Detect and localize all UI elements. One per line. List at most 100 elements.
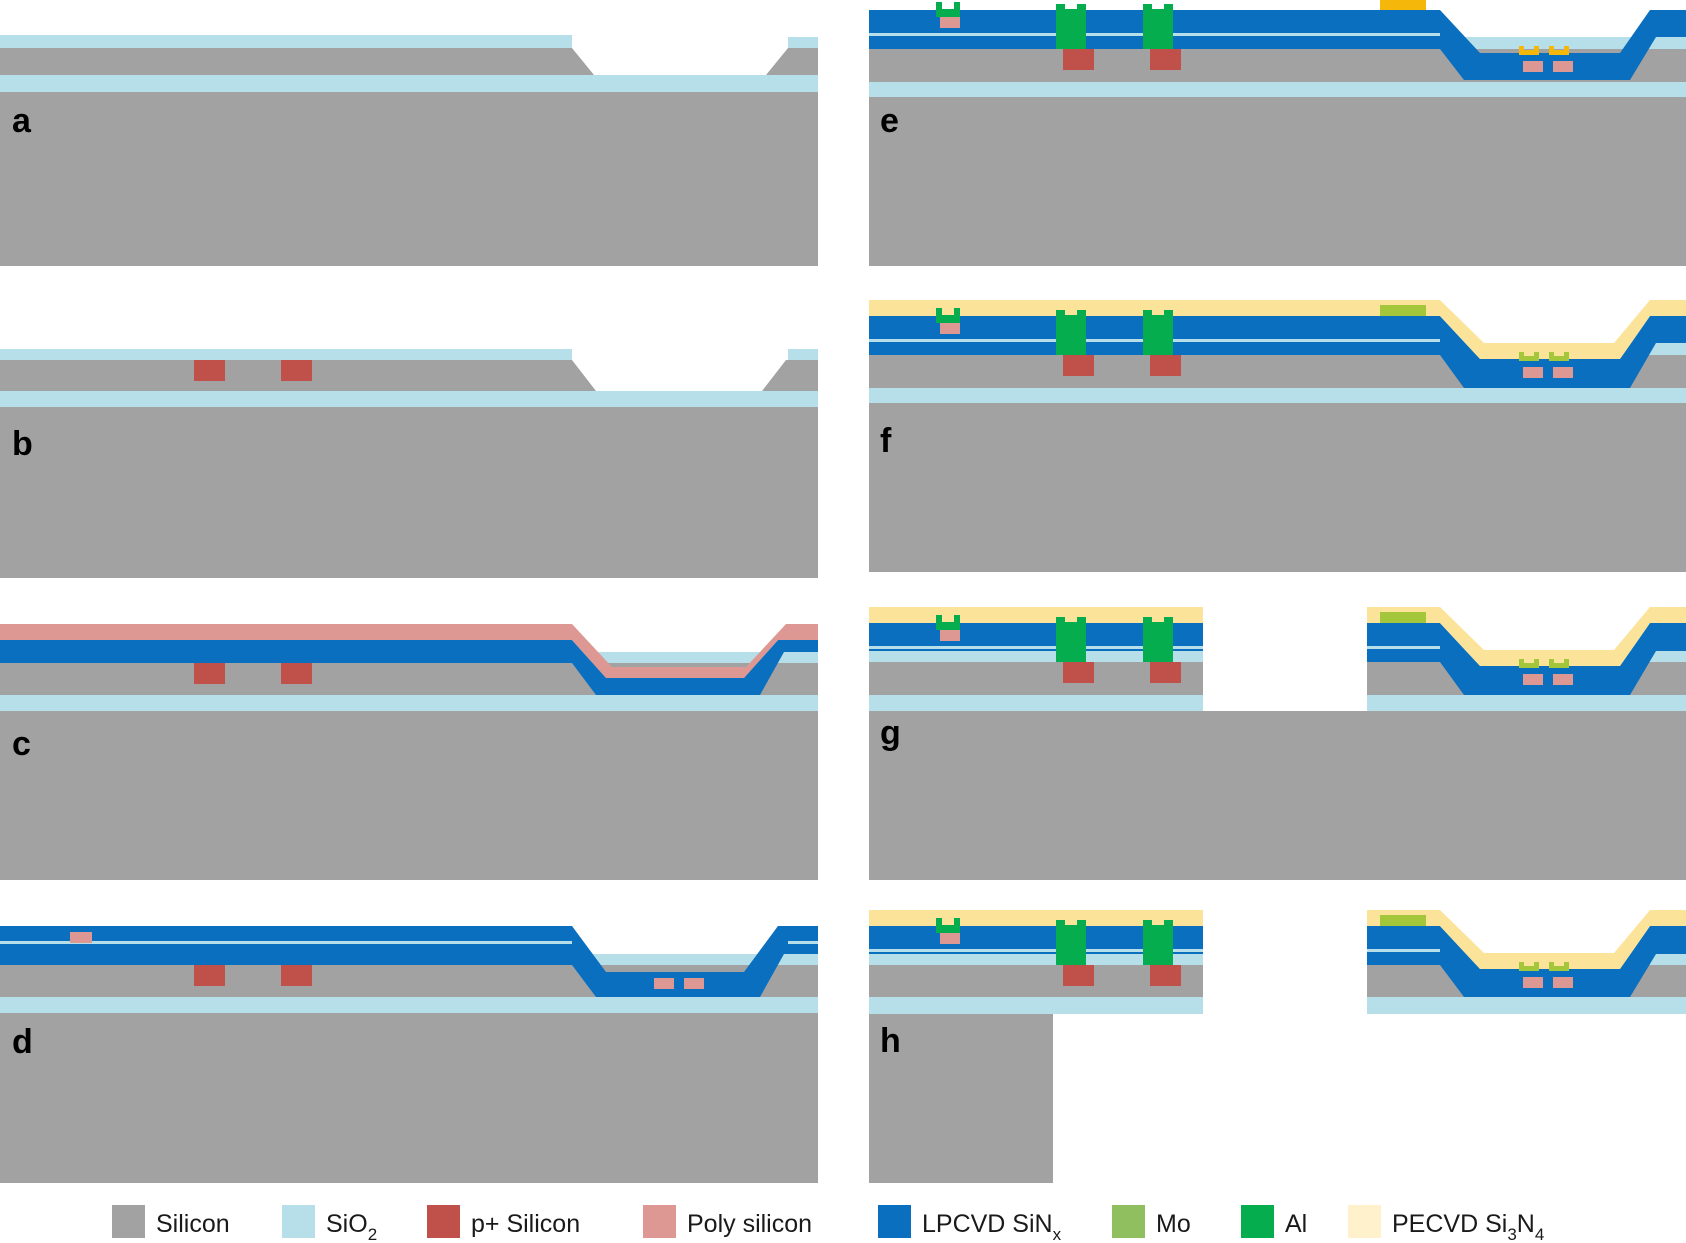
poly-silicon-resistor-trench-2	[1553, 61, 1573, 72]
p-silicon-doping-2	[281, 663, 312, 684]
legend: Silicon SiO2 p+ Silicon Poly silicon LPC…	[112, 1205, 1544, 1243]
buried-oxide-left	[869, 997, 1203, 1014]
mo-pad-trench-2	[1549, 352, 1569, 361]
panel-label-e: e	[880, 102, 899, 140]
poly-silicon-resistor	[940, 17, 960, 28]
legend-label-sio2: SiO2	[326, 1210, 377, 1243]
silicon-substrate	[0, 407, 818, 578]
legend-label-lpcvd-sin: LPCVD SiNx	[922, 1210, 1062, 1243]
sin-seam-right	[1367, 646, 1440, 649]
top-pad-trench-1	[1519, 46, 1539, 55]
mo-pad-trench-1	[1519, 962, 1539, 971]
poly-silicon-resistor-3	[684, 978, 704, 989]
poly-silicon-resistor-1	[70, 932, 92, 943]
al-contact-small	[936, 308, 960, 323]
top-pad-trench-2	[1549, 46, 1569, 55]
buried-oxide-layer	[869, 388, 1686, 403]
poly-silicon-resistor	[940, 630, 960, 641]
legend-item-sio2: SiO2	[282, 1205, 377, 1243]
p-silicon-doping-1	[194, 965, 225, 986]
mo-pad	[1380, 612, 1426, 623]
pecvd-si3n4-left	[869, 607, 1203, 623]
p-silicon-doping-1	[1063, 662, 1094, 683]
poly-silicon-resistor-trench-2	[1553, 674, 1573, 685]
legend-label-lpcvd-sin-main: LPCVD SiN	[922, 1210, 1053, 1238]
legend-item-lpcvd-sin: LPCVD SiNx	[878, 1205, 1062, 1243]
panel-d: d	[0, 926, 818, 1183]
panel-label-h: h	[880, 1022, 901, 1060]
p-silicon-doping-2	[281, 360, 312, 381]
buried-oxide-left	[869, 695, 1203, 711]
mo-pad-trench-1	[1519, 352, 1539, 361]
panel-e: e	[869, 0, 1686, 266]
panel-h: h	[869, 910, 1686, 1183]
poly-silicon-layer	[0, 624, 818, 678]
pecvd-si3n4-left	[869, 910, 1203, 926]
mo-pad-trench-2	[1549, 659, 1569, 668]
al-contact-small	[936, 918, 960, 933]
al-via-2	[1143, 920, 1173, 965]
p-silicon-doping-1	[1063, 49, 1094, 70]
legend-swatch-al	[1241, 1205, 1274, 1238]
top-pad	[1380, 0, 1426, 10]
poly-silicon-resistor	[940, 323, 960, 334]
buried-oxide-layer	[0, 695, 818, 711]
panel-c: c	[0, 624, 818, 880]
mo-pad	[1380, 305, 1426, 316]
silicon-substrate	[0, 711, 818, 880]
p-silicon-doping-1	[1063, 355, 1094, 376]
legend-swatch-lpcvd-sin	[878, 1205, 911, 1238]
top-oxide-right	[788, 349, 818, 360]
legend-swatch-p-silicon	[427, 1205, 460, 1238]
lpcvd-sin-right	[1367, 926, 1686, 997]
lpcvd-sin-layer	[0, 640, 818, 695]
silicon-substrate	[0, 1013, 818, 1183]
buried-oxide-layer	[0, 997, 818, 1013]
panel-f: f	[869, 300, 1686, 572]
legend-item-silicon: Silicon	[112, 1205, 230, 1238]
p-silicon-doping-2	[1150, 965, 1181, 986]
legend-label-sio2-main: SiO	[326, 1210, 368, 1238]
poly-silicon-resistor-trench-1	[1523, 977, 1543, 988]
legend-item-p-silicon: p+ Silicon	[427, 1205, 580, 1238]
pecvd-si3n4-right	[1367, 607, 1686, 666]
poly-silicon-resistor	[940, 933, 960, 944]
p-silicon-doping-1	[194, 360, 225, 381]
legend-swatch-silicon	[112, 1205, 145, 1238]
poly-silicon-resistor-trench-2	[1553, 367, 1573, 378]
top-oxide-left	[0, 35, 572, 48]
al-via-1	[1056, 310, 1086, 355]
legend-label-mo: Mo	[1156, 1210, 1191, 1238]
sin-seam-right	[1367, 949, 1440, 952]
poly-silicon-resistor-trench-2	[1553, 977, 1573, 988]
top-oxide-left	[869, 651, 1203, 662]
panel-b: b	[0, 349, 818, 578]
legend-item-poly-silicon: Poly silicon	[643, 1205, 812, 1238]
al-via-2	[1143, 617, 1173, 662]
lpcvd-sin-right	[1367, 623, 1686, 695]
al-contact-small	[936, 615, 960, 630]
buried-oxide-layer	[869, 82, 1686, 97]
legend-label-pecvd-main: PECVD Si	[1392, 1210, 1507, 1238]
legend-label-lpcvd-sin-sub: x	[1053, 1225, 1062, 1243]
panel-a: a	[0, 35, 818, 266]
top-oxide-left	[869, 954, 1203, 965]
p-silicon-doping-2	[1150, 49, 1181, 70]
legend-label-sio2-sub: 2	[368, 1225, 377, 1243]
sin-seam-left	[869, 646, 1203, 649]
pecvd-si3n4-right	[1367, 910, 1686, 969]
buried-oxide-layer	[0, 391, 818, 407]
panel-label-d: d	[12, 1023, 33, 1061]
mo-pad-trench-1	[1519, 659, 1539, 668]
sin-seam-left	[0, 941, 572, 944]
legend-label-poly-silicon: Poly silicon	[687, 1210, 812, 1238]
pecvd-si3n4-layer	[869, 300, 1686, 359]
p-silicon-doping-2	[1150, 355, 1181, 376]
legend-label-pecvd-sub3: 3	[1507, 1225, 1516, 1243]
poly-silicon-resistor-trench-1	[1523, 61, 1543, 72]
silicon-substrate	[0, 92, 818, 266]
panel-label-b: b	[12, 425, 33, 463]
legend-label-pecvd-n: N	[1517, 1210, 1535, 1238]
legend-swatch-pecvd-si3n4	[1348, 1205, 1381, 1238]
